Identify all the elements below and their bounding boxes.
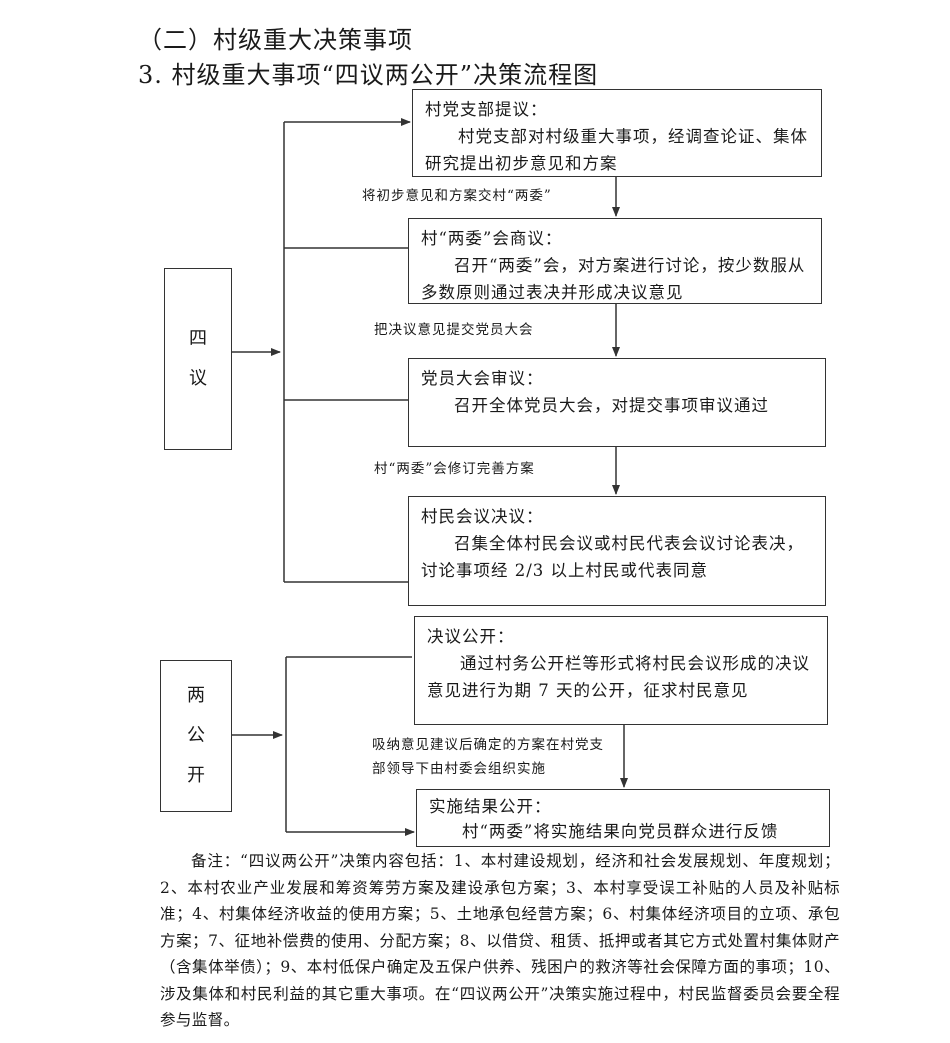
step-box-4: 村民会议决议： 召集全体村民会议或村民代表会议讨论表决，讨论事项经 2/3 以上… (408, 496, 826, 606)
step-desc: 召开全体党员大会，对提交事项审议通过 (454, 396, 769, 415)
step-title: 党员大会审议： (421, 369, 544, 388)
chart-title: 3. 村级重大事项“四议两公开”决策流程图 (138, 61, 599, 89)
edge-label-1: 将初步意见和方案交村“两委” (362, 188, 552, 204)
edge-label-4: 吸纳意见建议后确定的方案在村党支部领导下由村委会组织实施 (372, 737, 604, 777)
step-desc: 召集全体村民会议或村民代表会议讨论表决，讨论事项经 2/3 以上村民或代表同意 (421, 534, 804, 580)
step-box-2: 村“两委”会商议： 召开“两委”会，对方案进行讨论，按少数服从多数原则通过表决并… (408, 218, 822, 304)
step-desc: 通过村务公开栏等形式将村民会议形成的决议意见进行为期 7 天的公开，征求村民意见 (427, 654, 810, 700)
step-title: 决议公开： (427, 627, 515, 646)
group-gongkai-char-1: 两 (187, 685, 205, 706)
footnote: 备注：“四议两公开”决策内容包括：1、本村建设规划，经济和社会发展规划、年度规划… (160, 852, 840, 1029)
group-siyi: 四 议 (164, 268, 232, 450)
step-box-6: 实施结果公开： 村“两委”将实施结果向党员群众进行反馈 (416, 789, 830, 847)
group-liang-gongkai: 两 公 开 (160, 660, 232, 812)
group-gongkai-char-3: 开 (187, 765, 205, 786)
step-title: 村民会议决议： (421, 507, 544, 526)
step-desc: 召开“两委”会，对方案进行讨论，按少数服从多数原则通过表决并形成决议意见 (421, 256, 806, 302)
group-siyi-char-1: 四 (189, 328, 207, 349)
step-box-3: 党员大会审议： 召开全体党员大会，对提交事项审议通过 (408, 358, 826, 447)
group-siyi-char-2: 议 (189, 368, 207, 389)
section-title: （二）村级重大决策事项 (138, 26, 413, 54)
edge-label-3: 村“两委”会修订完善方案 (374, 461, 535, 477)
step-title: 村党支部提议： (425, 100, 548, 119)
step-desc: 村党支部对村级重大事项，经调查论证、集体研究提出初步意见和方案 (425, 127, 808, 173)
step-title: 村“两委”会商议： (421, 229, 563, 248)
step-box-5: 决议公开： 通过村务公开栏等形式将村民会议形成的决议意见进行为期 7 天的公开，… (414, 616, 828, 725)
step-box-1: 村党支部提议： 村党支部对村级重大事项，经调查论证、集体研究提出初步意见和方案 (412, 89, 822, 177)
edge-label-2: 把决议意见提交党员大会 (374, 322, 534, 338)
step-title: 实施结果公开： (429, 797, 552, 816)
step-desc: 村“两委”将实施结果向党员群众进行反馈 (462, 822, 779, 841)
group-gongkai-char-2: 公 (187, 725, 205, 746)
